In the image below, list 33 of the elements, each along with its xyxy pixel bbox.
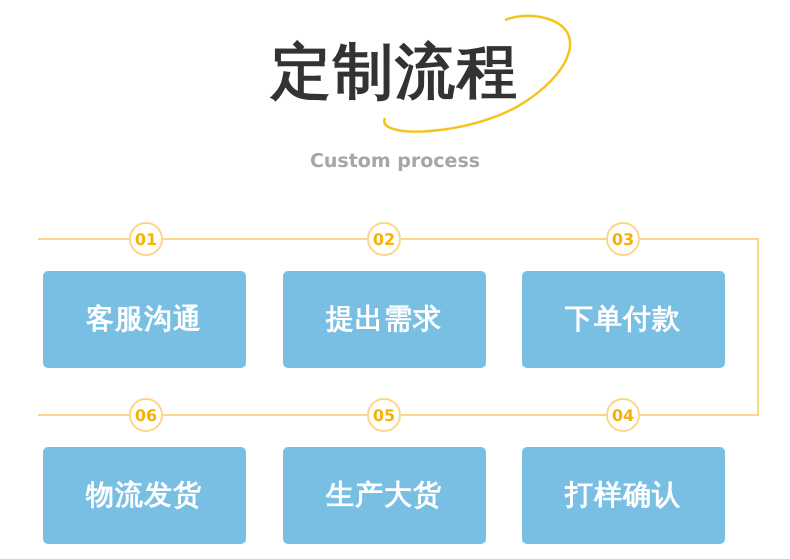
connector-line: [38, 238, 129, 240]
step-number: 02: [372, 230, 396, 248]
step-label: 下单付款: [565, 301, 681, 337]
step-number: 03: [612, 230, 634, 248]
step-number: 01: [134, 230, 158, 248]
subtitle: Custom process: [310, 150, 480, 172]
step-box: [522, 270, 724, 368]
step-number-circle: [129, 398, 163, 432]
step-number-circle: [367, 222, 401, 256]
step-number: 06: [134, 406, 158, 424]
connector-line: [401, 414, 606, 416]
title: 定制流程: [271, 37, 519, 107]
step-label: 物流发货: [86, 477, 202, 513]
connector-line: [163, 238, 367, 240]
step-label: 生产大货: [326, 477, 442, 513]
connector-line: [401, 238, 606, 240]
step-box: [42, 446, 246, 544]
step-label: 提出需求: [326, 301, 442, 337]
step-number: 05: [372, 406, 396, 424]
step-box: [282, 446, 486, 544]
step-box: [522, 446, 724, 544]
connector-line: [640, 238, 759, 416]
step-number-circle: [606, 398, 640, 432]
step-number: 04: [612, 406, 634, 424]
step-number-circle: [367, 398, 401, 432]
step-number-circle: [606, 222, 640, 256]
connector-line: [38, 414, 129, 416]
connector-line: [163, 414, 367, 416]
step-number-circle: [129, 222, 163, 256]
step-box: [282, 270, 486, 368]
step-label: 客服沟通: [86, 301, 202, 337]
step-box: [42, 270, 246, 368]
step-label: 打样确认: [565, 477, 681, 513]
